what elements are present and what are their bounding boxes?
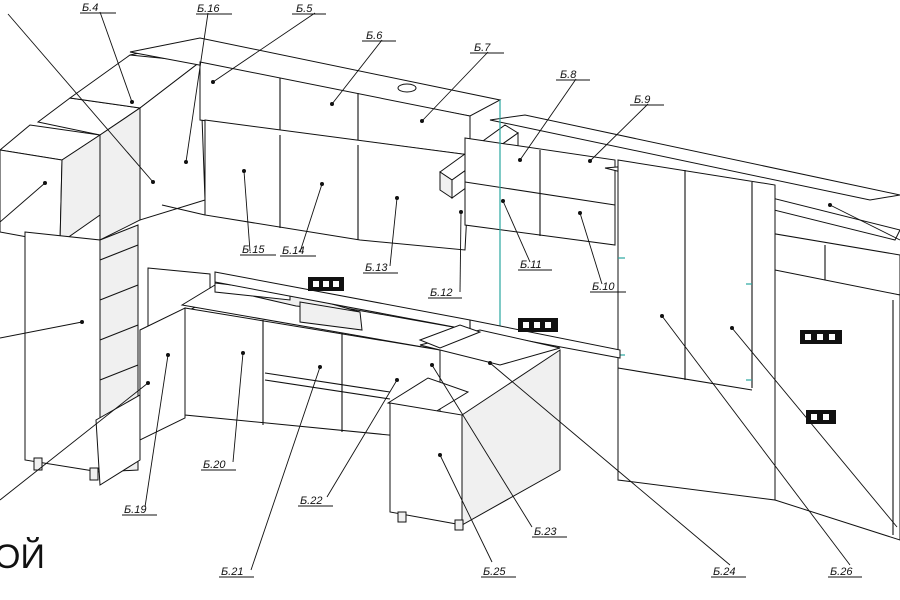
label-b16: Б.16 — [197, 3, 220, 15]
label-b14: Б.14 — [282, 245, 304, 257]
label-b11: Б.11 — [520, 259, 542, 271]
label-b26: Б.26 — [830, 566, 853, 578]
label-b5: Б.5 — [296, 3, 313, 15]
label-b24: Б.24 — [713, 566, 735, 578]
label-b20: Б.20 — [203, 459, 226, 471]
label-b9: Б.9 — [634, 94, 650, 106]
anchor-dots — [43, 80, 832, 457]
socket-group-3 — [800, 330, 842, 344]
island-cabinet — [386, 324, 561, 531]
left-upper-cabinets — [0, 39, 206, 244]
label-b21: Б.21 — [221, 566, 243, 578]
label-b8: Б.8 — [560, 69, 577, 81]
label-b15: Б.15 — [242, 244, 265, 256]
label-b25: Б.25 — [483, 566, 506, 578]
label-b23: Б.23 — [534, 526, 557, 538]
label-b22: Б.22 — [300, 495, 322, 507]
socket-group-2 — [518, 318, 558, 332]
label-b10: Б.10 — [592, 281, 615, 293]
label-b6: Б.6 — [366, 30, 383, 42]
leader-lines — [0, 11, 900, 571]
base-cabinets-left — [95, 267, 472, 486]
label-underlines — [80, 12, 862, 578]
label-b12: Б.12 — [430, 287, 452, 299]
right-tall-cabinets — [617, 159, 900, 541]
heading-fragment: ОЙ — [0, 538, 45, 576]
label-b19: Б.19 — [124, 504, 146, 516]
part-labels: Б.4 Б.16 Б.5 Б.6 Б.7 Б.8 Б.9 Б.15 Б.14 Б… — [82, 2, 853, 578]
label-b4: Б.4 — [82, 2, 98, 14]
label-b13: Б.13 — [365, 262, 388, 274]
label-b7: Б.7 — [474, 42, 491, 54]
socket-group-1 — [308, 277, 344, 291]
socket-group-4 — [806, 410, 836, 424]
back-upper-cabinets — [129, 37, 502, 251]
